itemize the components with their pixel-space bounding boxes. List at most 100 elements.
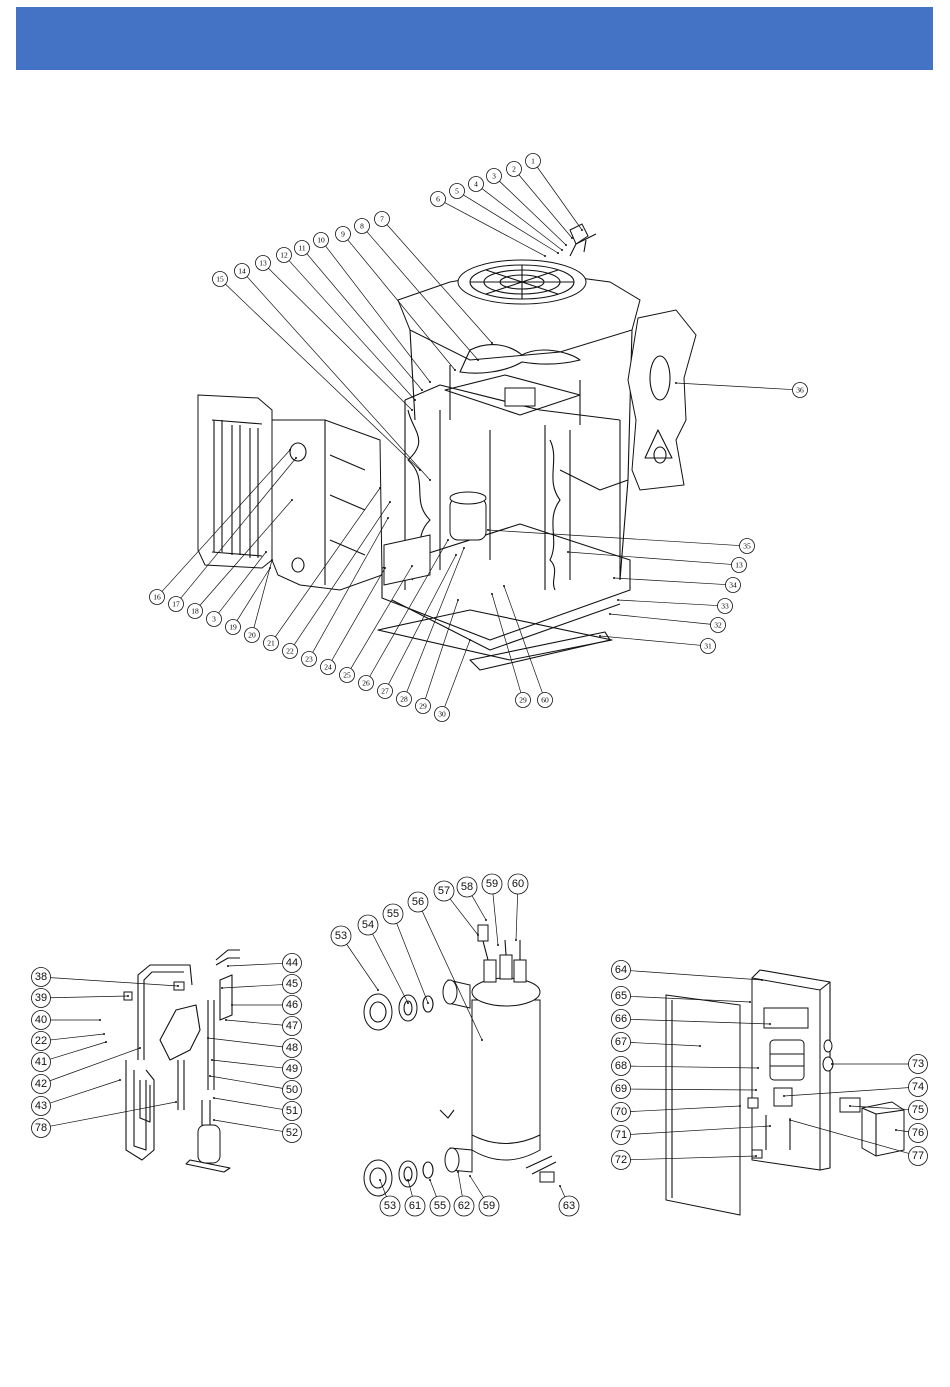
main-leader-tip-35 — [487, 529, 489, 531]
exchanger-leader-tip-53 — [377, 989, 379, 991]
electrical-leader-tip-67 — [699, 1045, 701, 1047]
main-callout-34: 34 — [726, 578, 741, 593]
main-callout-27: 27 — [378, 684, 393, 699]
exchanger-leader-tip-62 — [457, 1171, 459, 1173]
main-callout-number: 10 — [317, 236, 325, 245]
main-leader-31 — [600, 636, 701, 645]
main-callout-28: 28 — [397, 692, 412, 707]
piping-leader-45 — [222, 985, 283, 988]
exchanger-callout-number: 63 — [563, 1200, 575, 1212]
piping-callout-number: 40 — [35, 1014, 47, 1026]
main-leader-1 — [537, 167, 582, 230]
main-leader-33 — [618, 600, 718, 606]
piping-callout-45: 45 — [283, 975, 302, 994]
piping-callout-47: 47 — [283, 1017, 302, 1036]
piping-leader-38 — [50, 978, 178, 986]
main-leader-tip-60 — [503, 585, 505, 587]
electrical-callout-number: 70 — [615, 1106, 627, 1118]
main-leader-tip-32 — [609, 613, 611, 615]
exchanger-leader-60 — [516, 894, 518, 940]
main-leader-tip-10 — [429, 381, 431, 383]
main-callout-number: 14 — [238, 267, 246, 276]
main-leader-34 — [614, 578, 726, 585]
electrical-callout-69: 69 — [612, 1080, 631, 1099]
electrical-callout-number: 76 — [912, 1127, 924, 1139]
exchanger-callout-58: 58 — [457, 877, 477, 897]
exchanger-callout-number: 53 — [384, 1200, 396, 1212]
piping-leader-tip-48 — [207, 1037, 209, 1039]
electrical-callout-number: 68 — [615, 1060, 627, 1072]
piping-leader-tip-40 — [99, 1019, 101, 1021]
main-callout-number: 25 — [343, 671, 351, 680]
main-callout-12: 12 — [277, 248, 292, 263]
piping-callout-number: 49 — [286, 1063, 298, 1075]
main-leader-tip-11 — [421, 389, 423, 391]
main-callout-number: 31 — [704, 642, 712, 651]
piping-leader-tip-50 — [209, 1075, 211, 1077]
piping-callout-44: 44 — [283, 954, 302, 973]
electrical-callout-number: 65 — [615, 990, 627, 1002]
main-leader-tip-24 — [384, 567, 386, 569]
main-callout-13: 13 — [256, 256, 271, 271]
electrical-callout-64: 64 — [612, 961, 631, 980]
main-callout-30: 30 — [435, 707, 450, 722]
main-callout-29: 29 — [416, 699, 431, 714]
exchanger-callout-57: 57 — [434, 881, 454, 901]
main-callout-32: 32 — [711, 618, 726, 633]
main-callout-number: 3 — [492, 172, 496, 181]
main-leader-19 — [237, 568, 270, 621]
main-callout-number: 32 — [714, 621, 722, 630]
main-leader-tip-6 — [544, 255, 546, 257]
piping-leader-tip-78 — [175, 1101, 177, 1103]
main-callout-number: 13 — [259, 259, 267, 268]
main-callout-number: 11 — [298, 244, 305, 253]
exchanger-leader-62 — [458, 1172, 462, 1196]
main-callout-24: 24 — [321, 660, 336, 675]
piping-leader-44 — [228, 963, 283, 966]
electrical-leader-tip-72 — [755, 1155, 757, 1157]
main-leader-tip-31 — [599, 635, 601, 637]
main-callout-15: 15 — [213, 272, 228, 287]
exchanger-leader-tip-61 — [407, 1179, 409, 1181]
exchanger-callout-53: 53 — [331, 926, 351, 946]
electrical-leader-tip-65 — [749, 1001, 751, 1003]
main-callout-number: 1 — [531, 157, 535, 166]
piping-leader-tip-51 — [213, 1097, 215, 1099]
main-callout-number: 7 — [380, 215, 384, 224]
piping-leader-49 — [212, 1060, 283, 1068]
exchanger-leader-57 — [450, 899, 478, 935]
main-leader-35 — [488, 530, 740, 546]
main-callout-number: 20 — [248, 631, 256, 640]
electrical-leader-tip-76 — [895, 1129, 897, 1131]
electrical-callout-67: 67 — [612, 1033, 631, 1052]
exchanger-leader-63 — [560, 1186, 565, 1197]
exchanger-leader-56 — [422, 911, 482, 1040]
main-callout-number: 28 — [400, 695, 408, 704]
main-callout-20: 20 — [245, 628, 260, 643]
main-leader-36 — [676, 383, 793, 390]
main-callout-60: 60 — [538, 693, 553, 708]
main-leader-60 — [504, 586, 542, 693]
main-callout-number: 19 — [229, 623, 237, 632]
piping-leader-52 — [214, 1120, 283, 1131]
main-callout-13: 13 — [732, 558, 747, 573]
piping-leader-39 — [50, 996, 128, 998]
exchanger-callout-55: 55 — [430, 1196, 450, 1216]
exchanger-callout-number: 53 — [335, 930, 347, 942]
main-callout-number: 30 — [438, 710, 446, 719]
piping-callout-number: 52 — [286, 1127, 298, 1139]
main-leader-tip-33 — [617, 599, 619, 601]
exchanger-callout-61: 61 — [405, 1196, 425, 1216]
piping-callout-50: 50 — [283, 1081, 302, 1100]
piping-leader-22 — [50, 1034, 104, 1040]
main-callout-number: 34 — [729, 581, 737, 590]
exchanger-callout-number: 56 — [412, 896, 424, 908]
piping-callout-39: 39 — [32, 989, 51, 1008]
main-leader-tip-12 — [414, 399, 416, 401]
main-leader-tip-36 — [675, 382, 677, 384]
main-callout-31: 31 — [701, 639, 716, 654]
main-leader-13 — [568, 552, 732, 564]
main-callout-number: 6 — [436, 195, 440, 204]
exchanger-leader-tip-63 — [559, 1185, 561, 1187]
electrical-callout-65: 65 — [612, 987, 631, 1006]
